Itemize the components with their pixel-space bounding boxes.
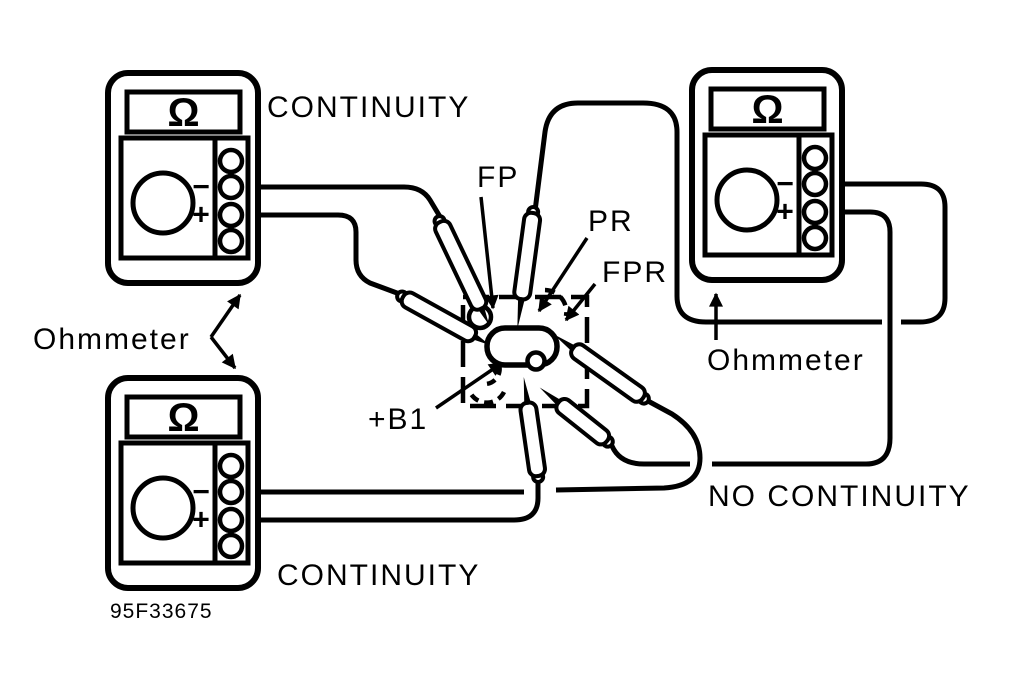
probe-barrel xyxy=(433,218,489,312)
ohm-symbol: Ω xyxy=(167,396,199,440)
wire-right-positive xyxy=(712,209,893,467)
wire-topleft-positive xyxy=(242,212,406,299)
fpr-terminal-label: FPR xyxy=(602,256,668,289)
probe-tip xyxy=(553,334,577,353)
ohm-symbol: Ω xyxy=(751,88,783,132)
fp-terminal-label: FP xyxy=(477,161,519,194)
probe-tip xyxy=(539,387,563,407)
test-probe xyxy=(553,334,651,406)
test-probes xyxy=(395,205,651,484)
continuity-label-bottom: CONTINUITY xyxy=(277,559,480,592)
wire-right-positive xyxy=(607,440,690,467)
connector-cavity xyxy=(525,350,547,372)
probe-barrel xyxy=(569,342,647,404)
figure-part-number: 95F33675 xyxy=(110,600,213,623)
negative-mark: − xyxy=(192,476,210,509)
right-ohmmeter: Ω − + xyxy=(692,70,842,280)
wire-bottomleft-negative xyxy=(555,398,703,493)
ohmmeter-left-label: Ohmmeter xyxy=(33,323,191,356)
b1-terminal-label: +B1 xyxy=(368,403,428,436)
test-probe xyxy=(432,214,490,325)
test-probe xyxy=(518,377,547,484)
continuity-label-top: CONTINUITY xyxy=(267,91,470,124)
probe-barrel xyxy=(518,400,547,479)
connector-corner-arc xyxy=(544,287,569,317)
negative-mark: − xyxy=(776,168,794,201)
no-continuity-label: NO CONTINUITY xyxy=(708,480,971,513)
test-probe xyxy=(512,205,543,329)
fp-arrow xyxy=(479,196,499,310)
callout-arrows xyxy=(209,196,723,410)
probe-tip xyxy=(471,332,490,345)
test-lead-wires xyxy=(242,100,948,523)
wire-right-negative xyxy=(532,100,882,325)
test-probe xyxy=(395,289,490,345)
wire-right-negative xyxy=(826,181,948,325)
probe-barrel xyxy=(512,210,543,302)
wire-bottomleft-positive xyxy=(242,480,541,523)
bottom-left-ohmmeter: Ω − + xyxy=(108,378,258,588)
pr-arrow xyxy=(537,237,589,313)
probe-tip xyxy=(523,377,532,406)
fpr-arrow xyxy=(564,282,597,322)
pr-terminal-label: PR xyxy=(588,205,634,238)
wire-topleft-negative xyxy=(242,184,445,222)
ohmmeter-left-upper-arrow xyxy=(209,293,242,338)
top-left-ohmmeter: Ω − + xyxy=(108,73,258,283)
b1-arrow xyxy=(435,361,504,410)
probe-tip xyxy=(477,305,490,325)
ohm-symbol: Ω xyxy=(167,91,199,135)
test-probe xyxy=(539,387,615,449)
positive-mark: + xyxy=(192,504,210,537)
positive-mark: + xyxy=(192,199,210,232)
probe-tip xyxy=(517,296,526,329)
ohmmeter-right-label: Ohmmeter xyxy=(707,344,865,377)
positive-mark: + xyxy=(776,196,794,229)
negative-mark: − xyxy=(192,171,210,204)
ohmmeter-left-lower-arrow xyxy=(209,335,237,370)
